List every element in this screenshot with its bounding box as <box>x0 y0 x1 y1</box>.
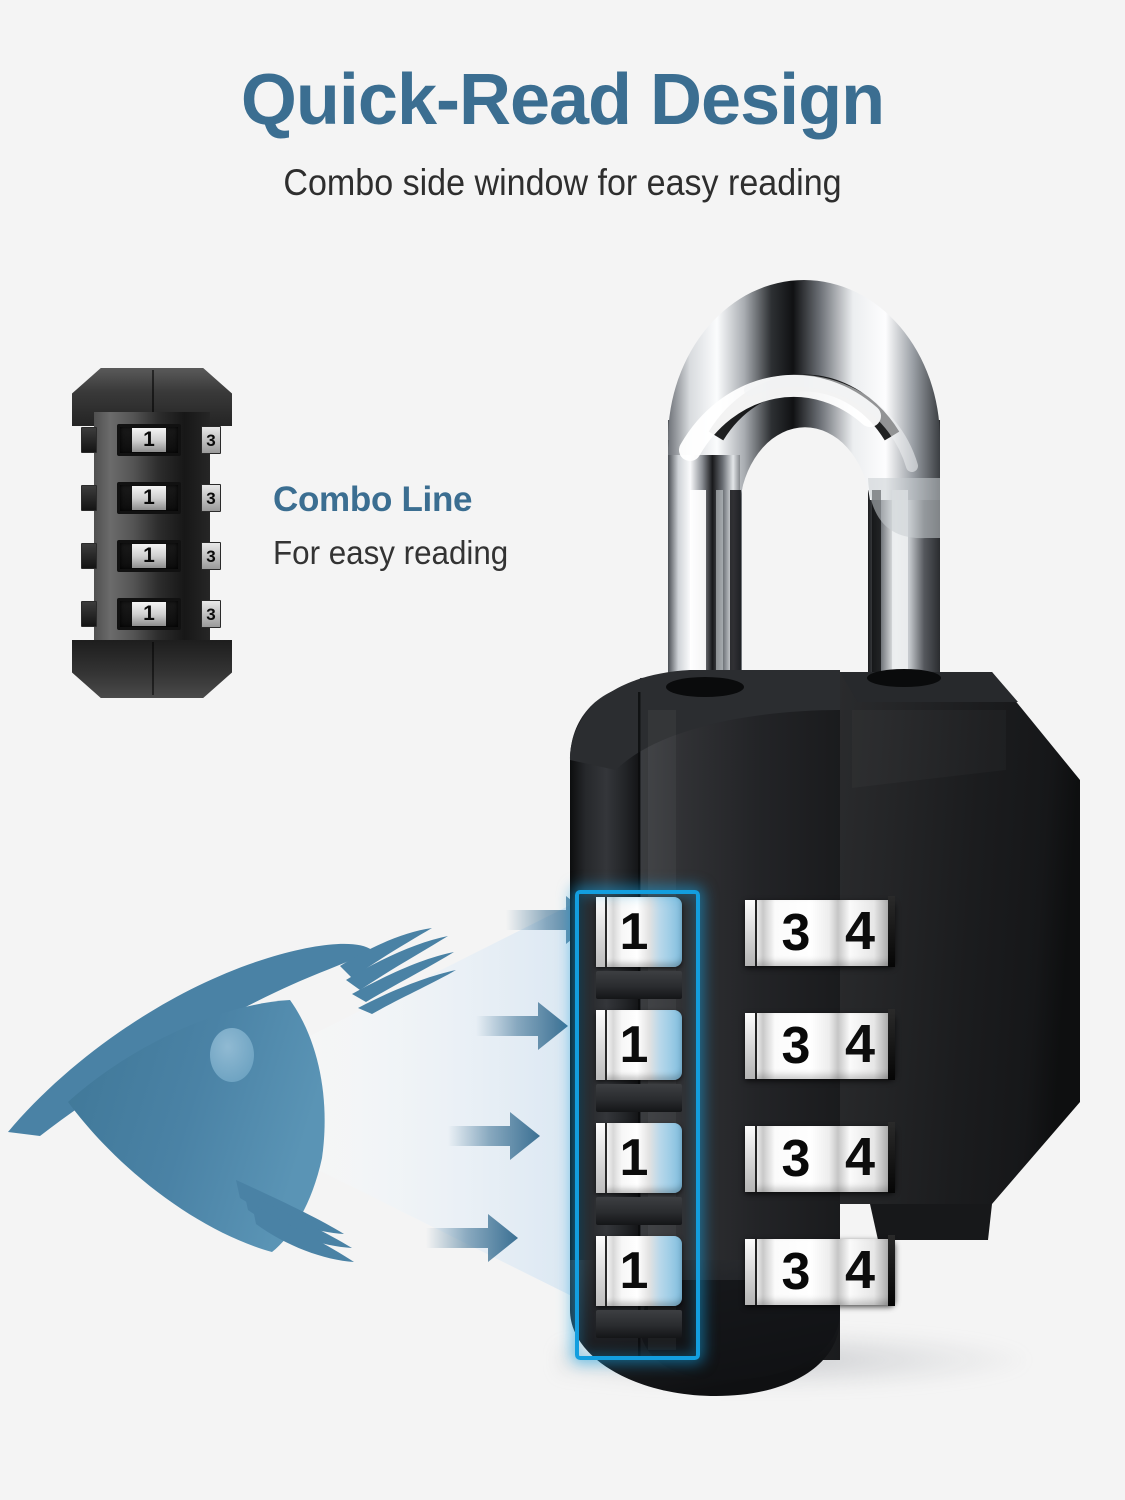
front-dial-digit: 3 <box>781 904 811 962</box>
eye-upper-lashes-icon <box>340 928 456 1014</box>
mini-lock-dial-nub <box>81 601 97 627</box>
mini-lock-side-digit: 1 <box>132 602 166 626</box>
combo-line-callout: Combo Line For easy reading <box>273 480 521 572</box>
direction-arrow-icon <box>448 1112 540 1160</box>
front-dial-digit: 3 <box>781 1017 811 1075</box>
mini-lock-dial-nub <box>81 427 97 453</box>
side-window-digit: 1 <box>619 903 649 961</box>
mini-lock-side-window: 1 <box>117 482 181 514</box>
light-cone-icon <box>250 880 640 1320</box>
front-dial-digit: 3 <box>781 1130 811 1188</box>
front-dial-next-digit: 4 <box>844 1240 876 1300</box>
dial-knurl-gap <box>596 971 682 999</box>
side-window-face <box>596 897 682 967</box>
combination-padlock <box>570 280 1080 1396</box>
front-dial-next-digit: 4 <box>844 901 876 961</box>
front-dial-face <box>745 896 895 968</box>
front-dial-face <box>745 1009 895 1081</box>
side-window-face <box>596 1236 682 1306</box>
padlock-shackle <box>668 280 940 720</box>
mini-lock-side-digit: 1 <box>132 486 166 510</box>
mini-lock-edge-digit: 3 <box>201 542 221 570</box>
mini-lock-side-window: 1 <box>117 424 181 456</box>
mini-lock-edge-digit: 3 <box>201 600 221 628</box>
side-window-digit: 1 <box>619 1242 649 1300</box>
eye-lower-lashes-icon <box>236 1180 354 1262</box>
page-subtitle: Combo side window for easy reading <box>283 162 842 203</box>
mini-lock-dial-column: 1 3 1 3 1 3 1 <box>81 420 221 652</box>
callout-subtitle: For easy reading <box>273 534 509 571</box>
mini-lock-side-window: 1 <box>117 598 181 630</box>
front-dial[interactable]: 3 4 <box>745 1009 895 1087</box>
mini-lock-dial-row: 1 3 <box>81 536 221 576</box>
direction-arrow-icon <box>476 1002 568 1050</box>
front-dial[interactable]: 3 4 <box>745 1235 895 1313</box>
mini-lock-dial-row: 1 3 <box>81 594 221 634</box>
mini-lock-edge-digit: 3 <box>201 484 221 512</box>
mini-lock-dial-row: 1 3 <box>81 420 221 460</box>
dial-knurl-gap <box>596 1084 682 1112</box>
eye-pupil-highlight-icon <box>210 1028 254 1082</box>
mini-lock-dial-nub <box>81 543 97 569</box>
side-window-digit: 1 <box>619 1016 649 1074</box>
shackle-socket <box>666 669 941 697</box>
mini-lock-edge-digit: 3 <box>201 426 221 454</box>
side-window-dial[interactable]: 1 <box>596 1236 682 1310</box>
mini-lock-side-digit: 1 <box>132 544 166 568</box>
mini-lock-bottom-cap <box>72 640 232 698</box>
front-dial[interactable]: 3 4 <box>745 1122 895 1200</box>
side-window-face <box>596 1123 682 1193</box>
mini-lock-side-digit: 1 <box>132 428 166 452</box>
vision-illustration <box>8 880 640 1320</box>
header: Quick-Read Design Combo side window for … <box>0 0 1125 204</box>
eye-iris-icon <box>68 1000 325 1252</box>
mini-lock-dial-nub <box>81 485 97 511</box>
dial-knurl-gap <box>596 1310 682 1338</box>
front-dial[interactable]: 3 4 <box>745 896 895 974</box>
direction-arrow-icon <box>426 1214 518 1262</box>
side-window-dial[interactable]: 1 <box>596 1123 682 1197</box>
side-window-dial[interactable]: 1 <box>596 1010 682 1084</box>
mini-lock-side-window: 1 <box>117 540 181 572</box>
front-dial-next-digit: 4 <box>844 1127 876 1187</box>
side-window-digit: 1 <box>619 1129 649 1187</box>
page-title: Quick-Read Design <box>240 60 885 140</box>
side-window-dial[interactable]: 1 <box>596 897 682 971</box>
combo-line-detail-lock: 1 3 1 3 1 3 1 <box>72 368 232 698</box>
dial-knurl-gap <box>596 1197 682 1225</box>
front-dial-next-digit: 4 <box>844 1014 876 1074</box>
callout-title: Combo Line <box>273 480 473 519</box>
front-dial-face <box>745 1122 895 1194</box>
front-dial-face <box>745 1235 895 1307</box>
mini-lock-dial-row: 1 3 <box>81 478 221 518</box>
front-dial-digit: 3 <box>781 1243 811 1301</box>
side-window-face <box>596 1010 682 1080</box>
